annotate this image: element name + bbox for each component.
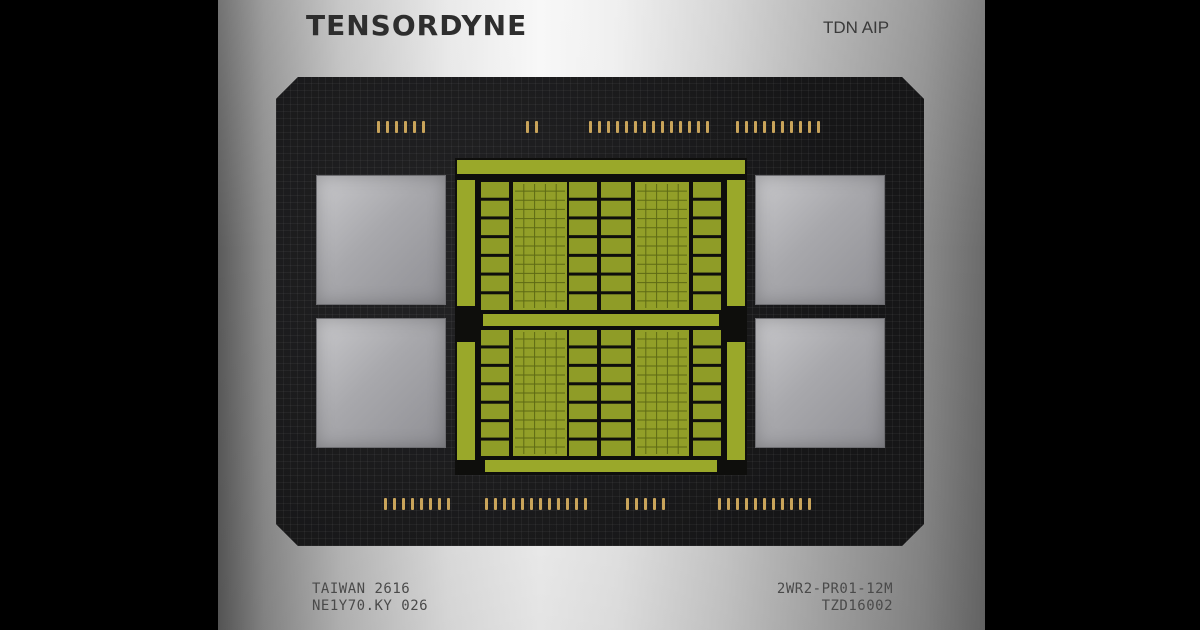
die-top-bar <box>457 160 745 174</box>
die-sm-block-1-2-6 <box>569 440 597 456</box>
die-sm-block-0-2-0 <box>569 182 597 198</box>
die-sm-block-1-2-1 <box>569 348 597 364</box>
contacts-top-right <box>589 121 709 133</box>
die-sm-block-1-0-3 <box>481 385 509 401</box>
die-sm-block-1-3-3 <box>601 385 631 401</box>
die-sm-block-1-2-5 <box>569 422 597 438</box>
die-sm-block-0-2-3 <box>569 238 597 254</box>
die-bottom-bar <box>485 460 717 472</box>
die-sm-block-1-3-5 <box>601 422 631 438</box>
die-sm-block-0-3-5 <box>601 275 631 292</box>
die-sm-block-1-3-1 <box>601 348 631 364</box>
die-sm-block-1-0-2 <box>481 366 509 383</box>
die-sm-block-1-2-4 <box>569 403 597 420</box>
contacts-bottom-right <box>718 498 811 510</box>
die-sm-block-0-2-5 <box>569 275 597 292</box>
hbm-stack-top-left <box>316 175 446 305</box>
die-sm-block-1-5-3 <box>693 385 721 401</box>
hbm-stack-bottom-right <box>755 318 885 448</box>
die-sm-block-0-2-2 <box>569 219 597 236</box>
die-right-column-bottom <box>727 342 745 460</box>
contacts-top-left <box>377 121 425 133</box>
die-sm-block-0-3-6 <box>601 294 631 310</box>
die-sm-block-0-5-3 <box>693 238 721 254</box>
marking-right: 2WR2-PR01-12M TZD16002 <box>775 581 893 615</box>
die-floorplan <box>457 160 745 472</box>
die-left-column-top <box>457 180 475 306</box>
die-sm-block-0-3-3 <box>601 238 631 254</box>
die-sm-block-1-5-0 <box>693 330 721 346</box>
die-sm-block-1-5-4 <box>693 403 721 420</box>
die-left-column-bottom <box>457 342 475 460</box>
die-sm-block-0-2-6 <box>569 294 597 310</box>
die-sm-block-1-0-6 <box>481 440 509 456</box>
die-sm-block-0-3-1 <box>601 200 631 217</box>
die-sm-block-0-5-4 <box>693 256 721 273</box>
die-sm-block-0-3-2 <box>601 219 631 236</box>
die-sm-block-1-0-1 <box>481 348 509 364</box>
die-sm-block-0-0-1 <box>481 200 509 217</box>
die-sm-block-0-0-5 <box>481 275 509 292</box>
marking-left: TAIWAN 2616 NE1Y70.KY 026 <box>312 581 428 615</box>
die-sm-block-0-5-6 <box>693 294 721 310</box>
die-sm-block-1-5-1 <box>693 348 721 364</box>
die-sm-block-0-2-4 <box>569 256 597 273</box>
die-sm-block-1-5-2 <box>693 366 721 383</box>
die-sm-block-0-0-2 <box>481 219 509 236</box>
die-sm-block-0-0-3 <box>481 238 509 254</box>
package-substrate <box>276 77 924 546</box>
die-sm-block-1-3-0 <box>601 330 631 346</box>
contacts-bottom-center <box>626 498 665 510</box>
die-sm-block-0-5-1 <box>693 200 721 217</box>
contacts-top-mid <box>526 121 538 133</box>
die-mid-spine <box>483 314 719 326</box>
die-sm-block-1-3-6 <box>601 440 631 456</box>
marking-right-line-1: 2WR2-PR01-12M <box>776 581 893 597</box>
marking-left-line-1: TAIWAN 2616 <box>312 581 411 597</box>
die-sm-block-0-5-5 <box>693 275 721 292</box>
die-right-column-top <box>727 180 745 306</box>
die-sm-block-1-5-6 <box>693 440 721 456</box>
die-sm-block-1-3-4 <box>601 403 631 420</box>
die-sm-block-0-3-4 <box>601 256 631 273</box>
die-sm-block-0-0-6 <box>481 294 509 310</box>
contacts-bottom-mid <box>485 498 587 510</box>
gpu-die <box>455 158 747 475</box>
hbm-stack-bottom-left <box>316 318 446 448</box>
die-sm-block-1-5-5 <box>693 422 721 438</box>
die-sm-block-1-0-0 <box>481 330 509 346</box>
die-sm-block-1-0-4 <box>481 403 509 420</box>
hbm-stack-top-right <box>755 175 885 305</box>
die-sm-block-0-5-2 <box>693 219 721 236</box>
die-sm-block-1-2-2 <box>569 366 597 383</box>
contacts-bottom-left <box>384 498 450 510</box>
die-sm-block-1-2-3 <box>569 385 597 401</box>
die-sm-block-1-3-2 <box>601 366 631 383</box>
die-sm-block-0-2-1 <box>569 200 597 217</box>
marking-left-line-2: NE1Y70.KY 026 <box>312 598 429 614</box>
brand-logo-text: TENSORDYNE <box>306 9 528 42</box>
die-sm-block-0-0-0 <box>481 182 509 198</box>
model-label: TDN AIP <box>823 18 890 37</box>
die-sm-block-1-0-5 <box>481 422 509 438</box>
die-sm-block-0-5-0 <box>693 182 721 198</box>
die-sm-block-1-2-0 <box>569 330 597 346</box>
die-sm-block-0-3-0 <box>601 182 631 198</box>
die-sm-block-0-0-4 <box>481 256 509 273</box>
contacts-top-far-right <box>736 121 820 133</box>
marking-right-line-2: TZD16002 <box>821 598 893 614</box>
